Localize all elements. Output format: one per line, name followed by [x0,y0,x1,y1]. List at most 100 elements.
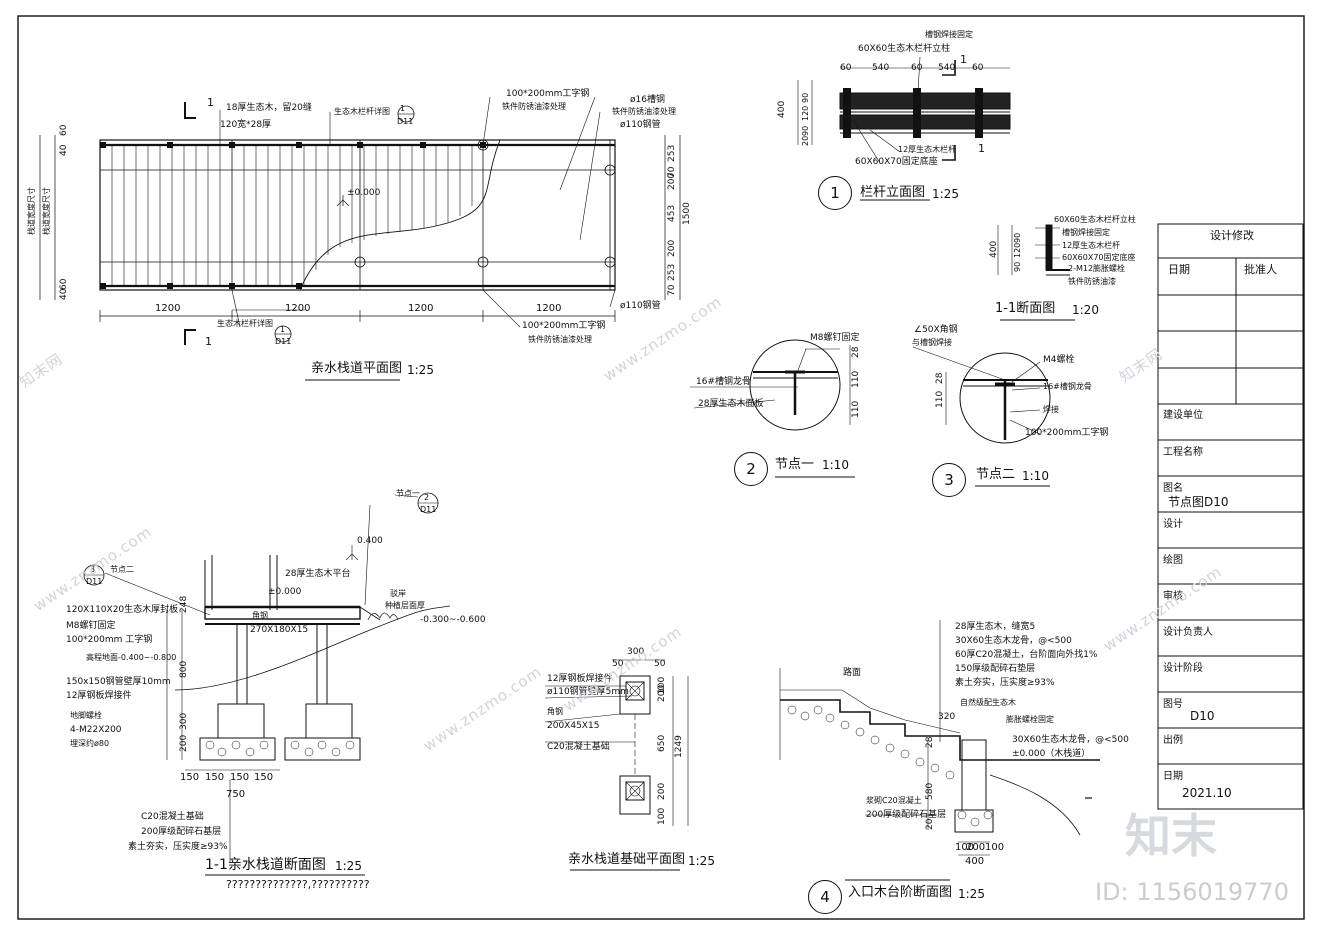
titleblock-row-drawing-name: 图名 [1163,483,1183,494]
stair-section-drawing [779,620,1100,881]
node2-dim-2: 110 [935,390,945,408]
node2-label-d: 16#槽钢龙骨 [1043,382,1092,391]
rail-dim-top-3: 60 [911,63,923,73]
stair-dim-left-2: 580 [925,782,935,800]
foundation-scale: 1:25 [688,854,715,868]
sec11-node2-label: 节点二 [110,565,134,574]
stair-label-d: 150厚级配碎石垫层 [955,664,1036,674]
sec11-bubble2-sheet: D11 [420,505,437,514]
sec11-dim-bottom-4: 150 [254,772,274,783]
plan-callout-sheet: D11 [397,117,414,126]
titleblock-row-design: 设计 [1163,519,1183,530]
stair-label-f: 自然级配生态木 [960,698,1016,707]
rail-dim-top-5: 60 [972,63,984,73]
stair-dim-bottom-1: 100 [955,842,975,853]
node1-drawing [690,339,855,478]
plan-dim-bottom-2: 1200 [285,303,311,314]
plan-side-label-b: 栈道宽度尺寸 [42,187,51,235]
rail-scale: 1:25 [932,187,959,201]
sec11small-label-3: 12厚生态木栏杆 [1062,241,1121,250]
plan-dim-left-3: 40 [59,288,69,300]
titleblock-col-approver: 批准人 [1244,263,1277,276]
title-block-lines [1157,223,1304,810]
plan-dim-left-4: 60 [59,278,69,290]
sec11-dim-left-4: 200 [179,734,189,752]
plan-rebar-note: 铁件防锈油漆处理 [612,107,676,116]
node2-title: 节点二 [976,467,1016,482]
plan-dim-left-2: 40 [59,144,69,156]
rail-label-bottom2: 60X60X70固定底座 [855,157,938,167]
rail-section-mark-top: 1 [960,53,967,66]
plan-deck-label: 18厚生态木，留20缝 [226,103,312,113]
plan-steel-beam: 100*200mm工字钢 [506,89,590,99]
sec11-bubble-num: 3 [90,565,96,574]
rail-dim-top-1: 60 [840,63,852,73]
node2-label-e: 焊接 [1043,405,1059,414]
sec11-label-l8: 4-M22X200 [70,725,122,735]
plan-section-mark-bottom: 1 [205,335,212,348]
sec11small-title: 1-1断面图 [995,301,1056,316]
sec11-label-deck: 28厚生态木平台 [285,569,351,579]
sec11-dim-left-3: 300 [179,712,189,730]
stair-label-e: 素土夯实，压实度≥93% [955,678,1055,688]
plan-side-label-a: 栈道宽度尺寸 [27,187,36,235]
rail-dim-left-5: 20 [801,135,810,146]
plan-rebar: ø16槽钢 [630,95,665,105]
titleblock-drawing-name: 节点图D10 [1168,495,1229,509]
sec11-label-l7: 地脚螺栓 [70,711,102,720]
plan-dim-right-3: 200 [667,172,677,190]
foundation-dim-total: 1249 [674,735,684,758]
node2-label-c: M4螺栓 [1043,355,1075,365]
foundation-dim-right-5: 100 [657,807,667,825]
rail-dim-left-4: 90 [801,125,810,136]
titleblock-row-lead: 设计负责人 [1163,627,1213,638]
sec11-node1-label: 节点一 [396,489,420,498]
sec11-dim-750: 750 [226,789,246,800]
plan-pipe-top: ø110钢管 [620,120,661,130]
rail-section-mark-bottom: 1 [978,142,985,155]
sec11-label-l2: M8螺钉固定 [66,621,116,631]
node1-dim-2: 110 [851,370,861,388]
plan-dim-bottom-3: 1200 [408,303,434,314]
sec11-dim-left-2: 800 [179,660,189,678]
foundation-label-e: C20混凝土基础 [547,742,610,752]
rail-dim-top-4: 540 [938,63,956,73]
sec11-subtitle: ??????????????,?????????? [226,878,370,891]
sheet-border [17,15,1305,920]
titleblock-row-drawn: 绘图 [1163,555,1183,566]
foundation-label-c: 角钢 [547,707,563,716]
node2-label-a: ∠50X角钢 [914,325,958,335]
foundation-dim-right-2: 100 [657,676,667,694]
foundation-dim-top-2: 50 [612,659,624,669]
rail-dim-left-3: 120 [801,105,810,121]
foundation-label-d: 200X45X15 [547,721,600,731]
titleblock-drawing-no: D10 [1190,709,1215,723]
sec11-label-l1: 120X110X20生态木厚封板 [66,605,179,615]
stair-view-number: 4 [808,880,842,914]
sec11-label-l20: 素土夯实，压实度≥93% [128,842,228,852]
sec11-label-l4: 高程地面-0.400~-0.800 [86,653,177,662]
sec11-dim-bottom-2: 150 [205,772,225,783]
node1-scale: 1:10 [822,458,849,472]
plan-keel-label: 120宽*28厚 [220,120,272,130]
plan-dim-right-5: 200 [667,239,677,257]
stair-label-l: 200厚级配碎石基层 [866,810,947,820]
plan-rail-note: 生态木栏杆详图 [334,107,390,116]
node1-dim-1: 28 [851,346,861,358]
plan-title: 亲水栈道平面图 [311,361,403,376]
sec11-bubble2-num: 2 [424,493,430,502]
stair-dim-bottom-3: 100 [985,842,1005,853]
stair-dim-left-3: 20 [925,818,935,830]
rail-label-top1: 槽钢焊接固定 [925,30,973,39]
plan-scale: 1:25 [407,363,434,377]
sec11small-label-2: 槽钢焊接固定 [1062,228,1110,237]
node1-dim-3: 110 [851,400,861,418]
main-section-drawing [83,492,451,876]
plan-callout-num: 1 [400,104,406,113]
sec11-label-level: -0.300~-0.600 [420,615,486,625]
sec11small-dim-1: 400 [989,240,999,258]
plan-section-mark-top: 1 [207,96,214,109]
stair-dim-400: 400 [965,856,985,867]
titleblock-date: 2021.10 [1182,786,1232,800]
